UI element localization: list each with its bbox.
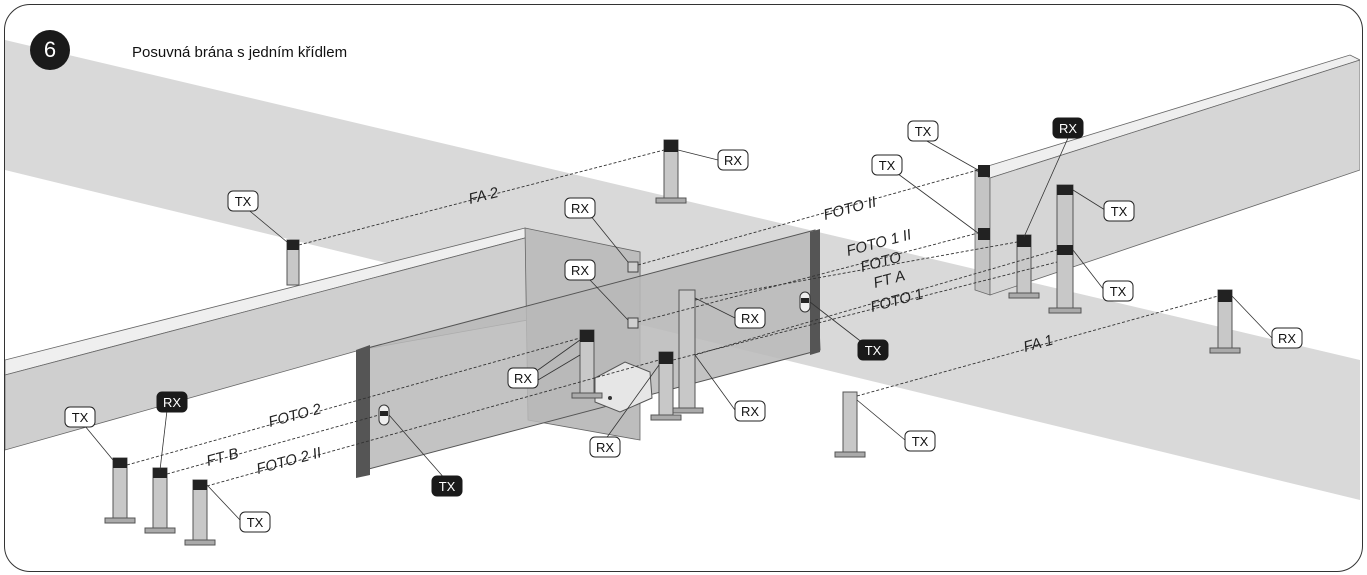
tag-tx-right-post-lower: TX (1102, 280, 1134, 302)
tag-rx-wall-upper: RX (564, 197, 596, 219)
motor-unit (594, 361, 653, 413)
tag-tx-left-post-far: TX (239, 511, 271, 533)
svg-text:TX: TX (439, 479, 456, 494)
post (571, 329, 603, 399)
tag-rx-fa2-post: RX (717, 149, 749, 171)
svg-text:TX: TX (912, 434, 929, 449)
tag-tx-gate-edge-left: TX (431, 475, 463, 497)
svg-text:TX: TX (235, 194, 252, 209)
svg-text:TX: TX (1110, 284, 1127, 299)
svg-text:TX: TX (879, 158, 896, 173)
leader-line (589, 279, 629, 321)
leader-line (1072, 189, 1106, 211)
beam-fa1-line (856, 295, 1219, 397)
tag-tx-gate-edge-right: TX (857, 339, 889, 361)
tag-tx-fa1-post: TX (904, 430, 936, 452)
post (834, 391, 866, 458)
post (655, 139, 687, 204)
beam-label-ftb: FT B (205, 445, 241, 470)
svg-text:TX: TX (247, 515, 264, 530)
beam-label-fa2: FA 2 (467, 184, 501, 208)
wall-sensor (978, 228, 990, 240)
edge-transmitter (378, 404, 390, 426)
svg-text:TX: TX (865, 343, 882, 358)
svg-text:RX: RX (596, 440, 614, 455)
leader-line (1231, 295, 1273, 339)
leader-line (924, 139, 979, 171)
post (144, 467, 176, 534)
beam-fta-line (694, 249, 1058, 356)
tag-rx-wall-lower: RX (564, 259, 596, 281)
tag-rx-inner-post: RX (507, 367, 539, 389)
leader-line (1072, 249, 1105, 291)
post (104, 457, 136, 524)
tag-tx-right-post-upper: TX (1103, 200, 1135, 222)
tag-tx-fa2-post: TX (227, 190, 259, 212)
leader-line (694, 297, 736, 319)
beam-foto-ii-line (637, 169, 979, 266)
beam-foto-1-ii-line (637, 232, 979, 323)
leader-line (537, 339, 581, 371)
figure-title: Posuvná brána s jedním křídlem (132, 44, 348, 61)
leader-line (589, 214, 629, 263)
tag-rx-fa1-post: RX (1271, 327, 1303, 349)
svg-text:RX: RX (514, 371, 532, 386)
wall-sensor (978, 165, 990, 177)
svg-text:RX: RX (724, 153, 742, 168)
beam-foto-line (694, 241, 1018, 301)
post (1008, 234, 1040, 299)
tag-rx-gate-post-upper: RX (734, 307, 766, 329)
svg-text:RX: RX (571, 263, 589, 278)
beam-foto-2-line (126, 337, 581, 466)
edge-transmitter (799, 291, 811, 313)
leader-line (604, 364, 660, 441)
tag-rx-short-post: RX (589, 436, 621, 458)
tag-rx-left-dark: RX (156, 391, 188, 413)
beam-label-foto-2-ii: FOTO 2 II (255, 444, 324, 478)
leader-line (677, 149, 719, 161)
tag-tx-wall-lower: TX (871, 154, 903, 176)
leader-line (159, 401, 169, 471)
leader-line (694, 354, 736, 411)
svg-text:TX: TX (915, 124, 932, 139)
post (286, 239, 300, 286)
leader-line (388, 414, 447, 481)
leader-line (537, 354, 581, 381)
wall-right-side (989, 59, 1360, 296)
figure-number-badge: 6 (30, 30, 70, 70)
svg-text:TX: TX (72, 410, 89, 425)
svg-text:RX: RX (571, 201, 589, 216)
gate-edge-left (356, 345, 370, 478)
tag-tx-wall-upper: TX (907, 120, 939, 142)
post (650, 351, 682, 421)
leader-line (206, 484, 241, 521)
post (184, 479, 216, 546)
svg-text:TX: TX (1111, 204, 1128, 219)
tag-tx-left-post: TX (64, 406, 96, 428)
leader-line (856, 399, 906, 441)
beam-label-foto-2: FOTO 2 (267, 400, 324, 431)
post (1048, 184, 1082, 314)
leader-line (889, 167, 979, 234)
svg-text:RX: RX (741, 311, 759, 326)
beam-ftb-line (166, 414, 380, 475)
wall-sensor (627, 261, 639, 273)
gate-edge-right (810, 229, 820, 355)
beam-foto-1-line (672, 261, 1058, 361)
svg-text:RX: RX (741, 404, 759, 419)
tag-rx-gate-post-lower: RX (734, 400, 766, 422)
post (1209, 289, 1241, 354)
svg-text:RX: RX (1059, 121, 1077, 136)
beam-fa2-line (298, 149, 665, 246)
wall-sensor (627, 317, 639, 329)
beam-foto-2-ii-line (206, 359, 660, 487)
beam-label-foto-ii: FOTO II (822, 193, 878, 223)
tag-rx-right-dark: RX (1052, 117, 1084, 139)
leader-line (244, 206, 288, 243)
svg-text:RX: RX (1278, 331, 1296, 346)
leader-line (1023, 137, 1069, 238)
svg-text:RX: RX (163, 395, 181, 410)
